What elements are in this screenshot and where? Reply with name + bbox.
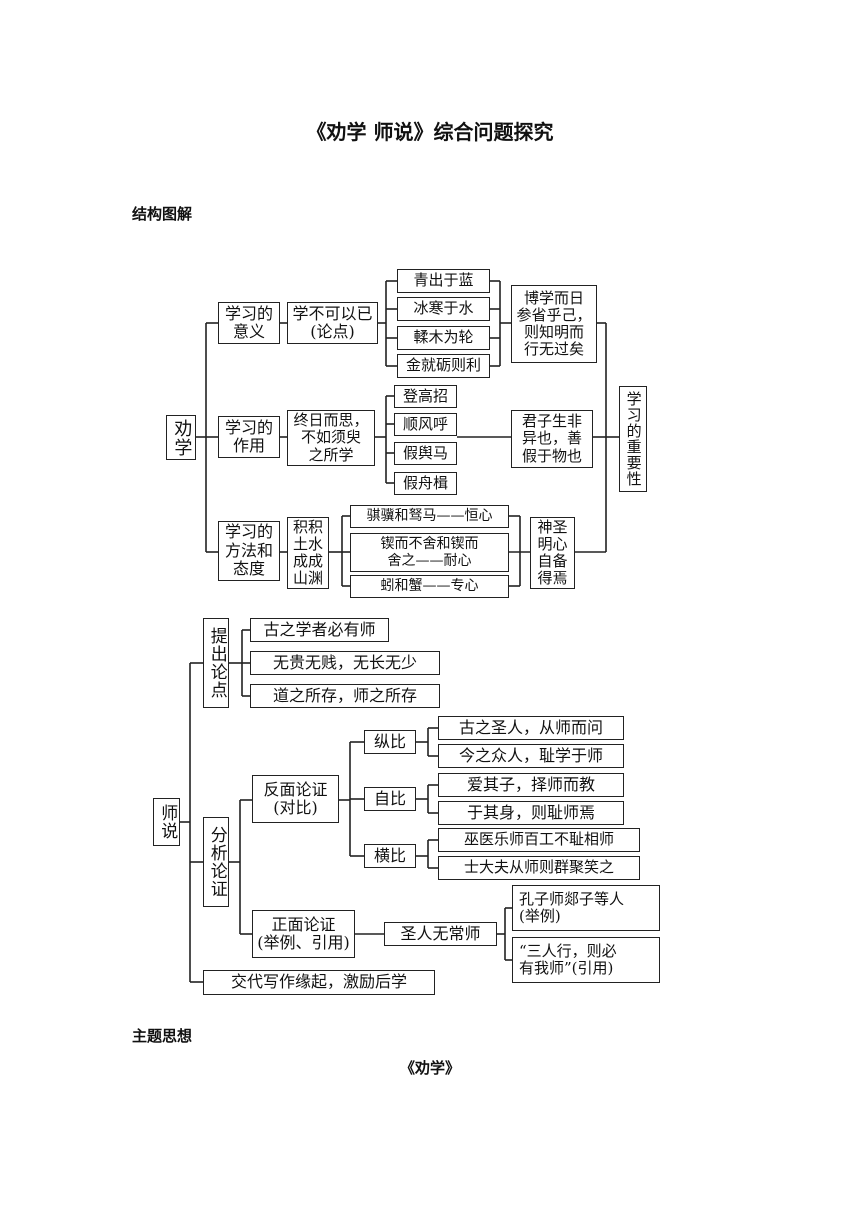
node-b2-leaf: 登高招 [394,385,457,408]
node-b2-leaf: 假舆马 [394,442,457,465]
node-b3-leaf: 锲而不舍和锲而 舍之——耐心 [350,533,509,572]
node-quanxue-root: 劝学 [166,415,196,460]
node-p3: 交代写作缘起，激励后学 [203,970,435,995]
node-b1-leaf: 輮木为轮 [397,326,490,350]
node-group-item: 古之圣人，从师而问 [438,716,624,740]
node-b1-mid: 学不可以已 (论点) [287,302,378,344]
node-p2-positive: 正面论证 (举例、引用) [252,910,355,958]
node-p2-positive-item: “三人行，则必 有我师”(引用) [512,937,660,983]
node-p1-item: 道之所存，师之所存 [250,684,440,708]
node-b1-summary: 博学而日 参省乎己， 则知明而 行无过矣 [511,285,597,363]
node-group-item: 于其身，则耻师焉 [438,801,624,825]
node-b2-mid: 终日而思， 不如须臾 之所学 [287,410,375,466]
node-group-label: 横比 [364,844,416,868]
node-b1-leaf: 冰寒于水 [397,297,490,321]
node-b1-leaf: 青出于蓝 [397,269,490,293]
node-group-item: 巫医乐师百工不耻相师 [438,828,640,852]
node-group-label: 自比 [364,787,416,811]
node-group-item: 爱其子，择师而教 [438,773,624,797]
section-heading-structure: 结构图解 [132,205,193,223]
node-group-label: 纵比 [364,730,416,754]
page-title: 《劝学 师说》综合问题探究 [306,120,554,144]
node-p1-label: 提出论点 [203,618,229,708]
node-b3-leaf: 蚓和蟹——专心 [350,575,509,598]
node-p2-positive-mid: 圣人无常师 [384,922,497,946]
node-p2-positive-item: 孔子师郯子等人 (举例) [512,885,660,931]
node-b3-mid: 积积 土水 成成 山渊 [287,517,329,589]
node-p1-item: 无贵无贱，无长无少 [250,651,440,675]
node-p2-label: 分析论证 [203,817,229,907]
node-b2-label: 学习的 作用 [218,416,280,458]
section-heading-theme: 主题思想 [132,1027,193,1045]
node-b3-leaf: 骐骥和驽马——恒心 [350,505,509,528]
node-b2-leaf: 假舟楫 [394,472,457,495]
node-p1-item: 古之学者必有师 [250,618,389,642]
node-b3-label: 学习的 方法和 态度 [218,521,280,581]
node-b2-leaf: 顺风呼 [394,413,457,436]
node-b2-summary: 君子生非 异也，善 假于物也 [511,410,593,468]
node-b1-leaf: 金就砺则利 [397,354,490,378]
node-p2-negative: 反面论证 (对比) [252,775,339,823]
subsection-title: 《劝学》 [399,1059,460,1077]
node-b3-summary: 神圣 明心 自备 得焉 [530,517,575,589]
node-quanxue-conclusion: 学习的重要性 [619,386,647,492]
node-group-item: 今之众人，耻学于师 [438,744,624,768]
node-shishuo-root: 师说 [153,798,180,846]
node-group-item: 士大夫从师则群聚笑之 [438,856,640,880]
node-b1-label: 学习的 意义 [218,302,280,344]
